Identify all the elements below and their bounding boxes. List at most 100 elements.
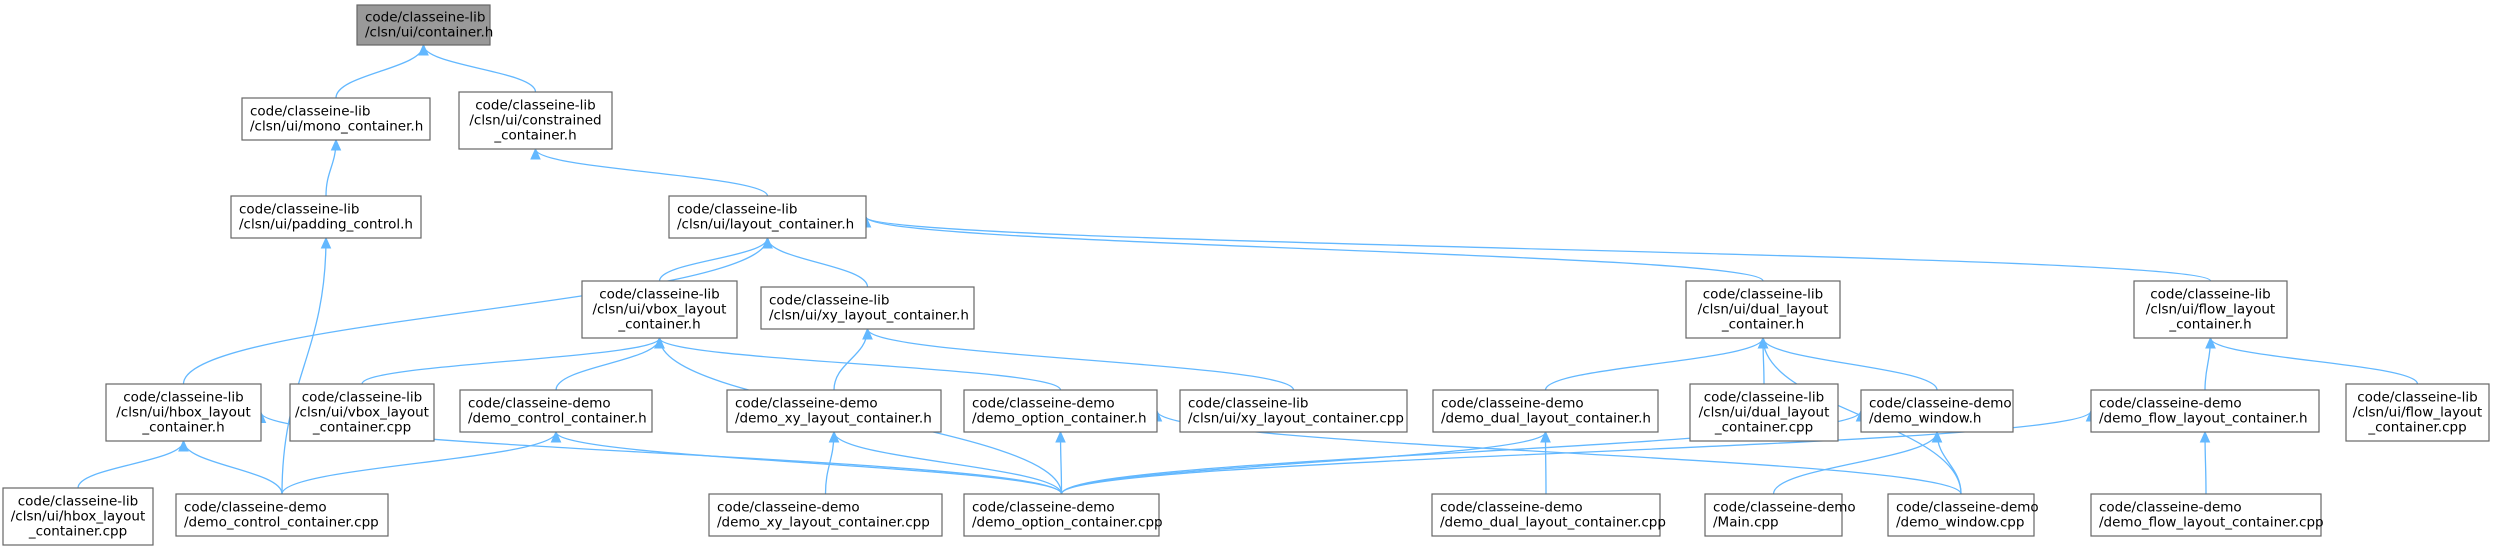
arrowhead-icon xyxy=(320,236,332,249)
node-mono-container-h[interactable]: code/classeine-lib/clsn/ui/mono_containe… xyxy=(241,97,431,141)
node-label-line: /demo_window.h xyxy=(1869,411,1981,427)
edge-flow-layout-container-cpp-to-flow-layout-container-h xyxy=(2209,337,2419,385)
node-demo-option-container-h[interactable]: code/classeine-demo/demo_option_containe… xyxy=(963,389,1158,433)
edge-demo-control-container-cpp-to-padding-control-h xyxy=(281,237,327,495)
edge-demo-control-container-cpp-to-hbox-layout-container-h xyxy=(182,440,283,495)
node-box xyxy=(289,383,435,442)
node-box xyxy=(356,4,491,46)
node-label-line: _container.h xyxy=(617,317,700,333)
node-label-line: code/classeine-lib xyxy=(1188,396,1308,412)
node-demo-flow-layout-container-h[interactable]: code/classeine-demo/demo_flow_layout_con… xyxy=(2090,389,2320,433)
node-dual-layout-container-h[interactable]: code/classeine-lib/clsn/ui/dual_layout_c… xyxy=(1685,280,1841,339)
node-demo-xy-layout-container-cpp[interactable]: code/classeine-demo/demo_xy_layout_conta… xyxy=(708,493,943,537)
node-container-h[interactable]: code/classeine-lib/clsn/ui/container.h xyxy=(356,4,493,46)
node-label-line: /demo_xy_layout_container.cpp xyxy=(717,515,930,531)
node-demo-control-container-h[interactable]: code/classeine-demo/demo_control_contain… xyxy=(459,389,653,433)
node-label-line: code/classeine-lib xyxy=(239,202,359,218)
node-label-line: /clsn/ui/xy_layout_container.cpp xyxy=(1188,411,1404,427)
node-label-line: /clsn/ui/vbox_layout xyxy=(295,405,429,421)
node-label-line: _container.h xyxy=(141,420,224,436)
node-label-line: /clsn/ui/hbox_layout xyxy=(11,509,146,525)
edges-layer xyxy=(77,43,2419,495)
node-label-line: /demo_control_container.cpp xyxy=(184,515,379,531)
edge-constrained-container-h-to-container-h xyxy=(422,44,537,93)
node-label-line: /clsn/ui/dual_layout xyxy=(1699,405,1830,421)
arrowhead-icon xyxy=(178,439,189,452)
node-dual-layout-container-cpp[interactable]: code/classeine-lib/clsn/ui/dual_layout_c… xyxy=(1689,383,1839,442)
node-box xyxy=(1431,493,1661,537)
node-box xyxy=(708,493,943,537)
node-label-line: /demo_control_container.h xyxy=(468,411,647,427)
node-constrained-container-h[interactable]: code/classeine-lib/clsn/ui/constrained_c… xyxy=(458,91,613,150)
node-label-line: _container.h xyxy=(493,128,576,144)
node-label-line: /clsn/ui/padding_control.h xyxy=(239,217,413,233)
node-box xyxy=(1689,383,1839,442)
node-box xyxy=(2133,280,2288,339)
node-xy-layout-container-cpp[interactable]: code/classeine-lib/clsn/ui/xy_layout_con… xyxy=(1179,389,1408,433)
node-flow-layout-container-h[interactable]: code/classeine-lib/clsn/ui/flow_layout_c… xyxy=(2133,280,2288,339)
node-vbox-layout-container-h[interactable]: code/classeine-lib/clsn/ui/vbox_layout_c… xyxy=(581,280,738,339)
node-label-line: /demo_flow_layout_container.cpp xyxy=(2099,515,2324,531)
node-label-line: code/classeine-demo xyxy=(1713,500,1856,516)
node-label-line: code/classeine-lib xyxy=(250,104,370,120)
node-demo-flow-layout-container-cpp[interactable]: code/classeine-demo/demo_flow_layout_con… xyxy=(2090,493,2324,537)
node-demo-dual-layout-container-cpp[interactable]: code/classeine-demo/demo_dual_layout_con… xyxy=(1431,493,1666,537)
edge-demo-dual-layout-container-h-to-dual-layout-container-h xyxy=(1544,337,1764,391)
node-label-line: code/classeine-lib xyxy=(302,390,422,406)
node-label-line: /clsn/ui/constrained xyxy=(469,113,601,129)
node-box xyxy=(668,195,867,239)
node-demo-window-h[interactable]: code/classeine-demo/demo_window.h xyxy=(1860,389,2014,433)
node-demo-option-container-cpp[interactable]: code/classeine-demo/demo_option_containe… xyxy=(963,493,1163,537)
node-demo-window-cpp[interactable]: code/classeine-demo/demo_window.cpp xyxy=(1887,493,2039,537)
node-box xyxy=(1432,389,1659,433)
node-label-line: /clsn/ui/flow_layout xyxy=(2353,405,2482,421)
node-layout-container-h[interactable]: code/classeine-lib/clsn/ui/layout_contai… xyxy=(668,195,867,239)
node-label-line: code/classeine-demo xyxy=(1441,396,1584,412)
node-hbox-layout-container-cpp[interactable]: code/classeine-lib/clsn/ui/hbox_layout_c… xyxy=(2,487,154,546)
node-label-line: /clsn/ui/dual_layout xyxy=(1698,302,1829,318)
edge-main-cpp-to-demo-window-h xyxy=(1772,431,1938,495)
node-label-line: code/classeine-demo xyxy=(2099,396,2242,412)
edge-xy-layout-container-h-to-layout-container-h xyxy=(766,237,869,288)
arrowhead-icon xyxy=(1055,430,1066,443)
edge-vbox-layout-container-h-to-layout-container-h xyxy=(658,237,769,282)
node-label-line: code/classeine-lib xyxy=(1704,390,1824,406)
node-label-line: code/classeine-lib xyxy=(365,10,485,26)
node-demo-dual-layout-container-h[interactable]: code/classeine-demo/demo_dual_layout_con… xyxy=(1432,389,1659,433)
edge-demo-option-container-cpp-to-demo-control-container-h xyxy=(555,431,1063,495)
node-box xyxy=(230,195,422,239)
edge-demo-option-container-cpp-to-demo-dual-layout-container-h xyxy=(1060,431,1547,495)
node-xy-layout-container-h[interactable]: code/classeine-lib/clsn/ui/xy_layout_con… xyxy=(760,286,975,330)
node-label-line: code/classeine-demo xyxy=(735,396,878,412)
node-demo-control-container-cpp[interactable]: code/classeine-demo/demo_control_contain… xyxy=(175,493,389,537)
node-box xyxy=(2345,383,2490,442)
node-box xyxy=(175,493,389,537)
node-flow-layout-container-cpp[interactable]: code/classeine-lib/clsn/ui/flow_layout_c… xyxy=(2345,383,2490,442)
node-padding-control-h[interactable]: code/classeine-lib/clsn/ui/padding_contr… xyxy=(230,195,422,239)
node-label-line: /demo_xy_layout_container.h xyxy=(735,411,932,427)
edge-hbox-layout-container-h-to-layout-container-h xyxy=(182,237,769,385)
node-hbox-layout-container-h[interactable]: code/classeine-lib/clsn/ui/hbox_layout_c… xyxy=(105,383,262,442)
node-demo-xy-layout-container-h[interactable]: code/classeine-demo/demo_xy_layout_conta… xyxy=(726,389,942,433)
arrowhead-icon xyxy=(1757,336,1769,349)
node-vbox-layout-container-cpp[interactable]: code/classeine-lib/clsn/ui/vbox_layout_c… xyxy=(289,383,435,442)
arrowhead-icon xyxy=(2199,430,2211,443)
node-box xyxy=(2,487,154,546)
node-box xyxy=(963,389,1158,433)
node-label-line: /clsn/ui/xy_layout_container.h xyxy=(769,308,969,324)
node-label-line: _container.h xyxy=(1721,317,1804,333)
edge-layout-container-h-to-constrained-container-h xyxy=(534,148,769,197)
node-box xyxy=(963,493,1160,537)
node-main-cpp[interactable]: code/classeine-demo/Main.cpp xyxy=(1704,493,1856,537)
edge-mono-container-h-to-container-h xyxy=(335,44,425,99)
node-box xyxy=(105,383,262,442)
nodes-layer: code/classeine-lib/clsn/ui/container.hco… xyxy=(2,4,2490,546)
node-label-line: code/classeine-demo xyxy=(184,500,327,516)
arrowhead-icon xyxy=(550,430,562,443)
arrowhead-icon xyxy=(418,43,429,56)
edge-dual-layout-container-h-to-layout-container-h xyxy=(865,216,1764,282)
node-label-line: /clsn/ui/hbox_layout xyxy=(116,405,251,421)
node-label-line: code/classeine-lib xyxy=(123,390,243,406)
node-label-line: code/classeine-demo xyxy=(972,396,1115,412)
